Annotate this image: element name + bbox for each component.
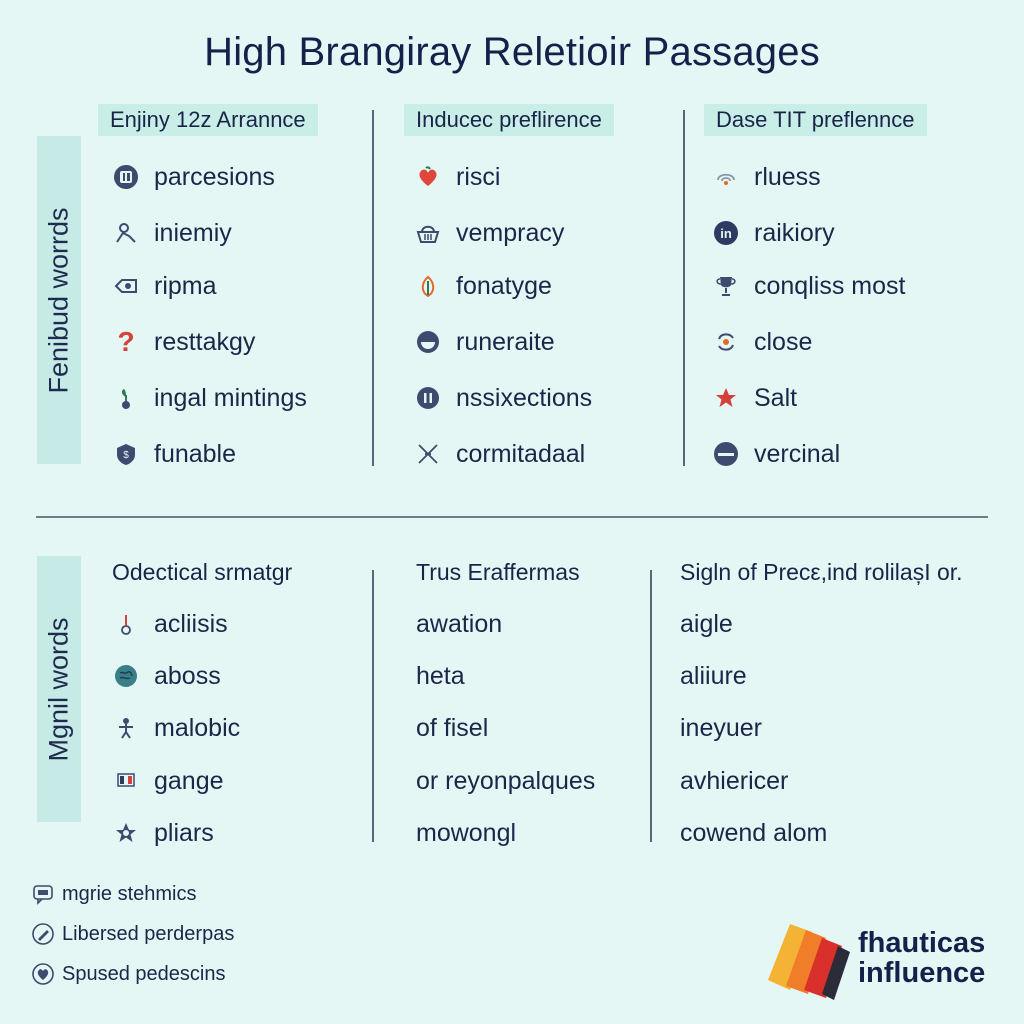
svg-text:$: $ (123, 450, 129, 461)
list-item: aigle (680, 609, 733, 638)
list-item: ripma (112, 269, 217, 303)
top-side-label: Fenibud worrds (37, 136, 81, 464)
list-item: ? resttakgy (112, 325, 255, 359)
list-item: avhiericer (680, 766, 789, 795)
list-item: ingal mintings (112, 381, 307, 415)
list-item: $ funable (112, 437, 236, 471)
bottom-col2-header: Trus Eraffermas (416, 559, 580, 585)
bottom-divider-2 (650, 570, 652, 842)
question-mark-icon: ? (117, 326, 135, 357)
brand-logo-icon (768, 924, 850, 1000)
bottom-col3-header: Sigln of Precε,ind rolilașI or. (680, 559, 963, 585)
heart-circle-icon (30, 961, 56, 987)
list-item: fonatyge (414, 269, 552, 303)
brand-name: fhauticas influence (858, 927, 986, 989)
legend-item: Spused pedescins (30, 961, 225, 987)
list-item: in raikiory (712, 216, 835, 250)
list-item: cormitadaal (414, 437, 585, 471)
basket-icon (414, 219, 442, 247)
top-divider-1 (372, 110, 374, 466)
top-divider-2 (683, 110, 685, 466)
dish-icon (712, 440, 740, 468)
pin-icon (112, 610, 140, 638)
shield-icon: $ (112, 440, 140, 468)
info-circle-icon (414, 384, 442, 412)
star-icon (712, 384, 740, 412)
bottom-col1-header: Odectical srmatgr (112, 559, 293, 585)
refresh-icon (712, 328, 740, 356)
list-item: acliisis (112, 607, 228, 641)
chat-icon (30, 881, 56, 907)
top-col2-header: Inducec preflirence (404, 104, 614, 136)
list-item: heta (416, 661, 465, 690)
figure-icon (112, 714, 140, 742)
top-col1-header: Enjiny 12z Arrannce (98, 104, 318, 136)
list-item: ineyuer (680, 713, 762, 742)
id-card-icon (112, 163, 140, 191)
legend-item: Libersed perderpas (30, 921, 234, 947)
list-item: malobic (112, 711, 240, 745)
list-item: cowend alom (680, 818, 828, 847)
bowl-icon (414, 328, 442, 356)
list-item: vercinal (712, 437, 840, 471)
cross-arrows-icon (414, 440, 442, 468)
list-item: Salt (712, 381, 797, 415)
list-item: aliiure (680, 661, 747, 690)
list-item: iniemiy (112, 216, 232, 250)
list-item: conqliss most (712, 269, 905, 303)
list-item: pliars (112, 816, 214, 850)
pen-icon (30, 921, 56, 947)
list-item: aboss (112, 659, 221, 693)
leaf-icon (414, 272, 442, 300)
person-icon (112, 219, 140, 247)
list-item: risci (414, 160, 500, 194)
list-item: rluess (712, 160, 821, 194)
linkedin-icon: in (712, 219, 740, 247)
top-col3-header: Dase TIT preflennce (704, 104, 927, 136)
bottom-divider-1 (372, 570, 374, 842)
section-divider (36, 516, 988, 518)
eye-tag-icon (112, 272, 140, 300)
star-outline-icon (112, 819, 140, 847)
trophy-icon (712, 272, 740, 300)
list-item: awation (416, 609, 503, 638)
list-item: runeraite (414, 325, 555, 359)
brain-icon (112, 662, 140, 690)
bottom-side-label: Mgnil words (37, 556, 81, 822)
list-item: or reyonpalques (416, 766, 596, 795)
svg-text:in: in (720, 226, 732, 241)
page-title: High Brangiray Reletioir Passages (204, 30, 820, 74)
list-item: parcesions (112, 160, 275, 194)
list-item: gange (112, 764, 224, 798)
list-item: of fisel (416, 713, 489, 742)
flag-icon (112, 767, 140, 795)
list-item: nssixections (414, 381, 592, 415)
list-item: close (712, 325, 812, 359)
list-item: mowongl (416, 818, 517, 847)
legend-item: mgrie stehmics (30, 881, 196, 907)
wifi-icon (712, 163, 740, 191)
heart-icon (414, 163, 442, 191)
list-item: vempracy (414, 216, 564, 250)
plant-icon (112, 384, 140, 412)
